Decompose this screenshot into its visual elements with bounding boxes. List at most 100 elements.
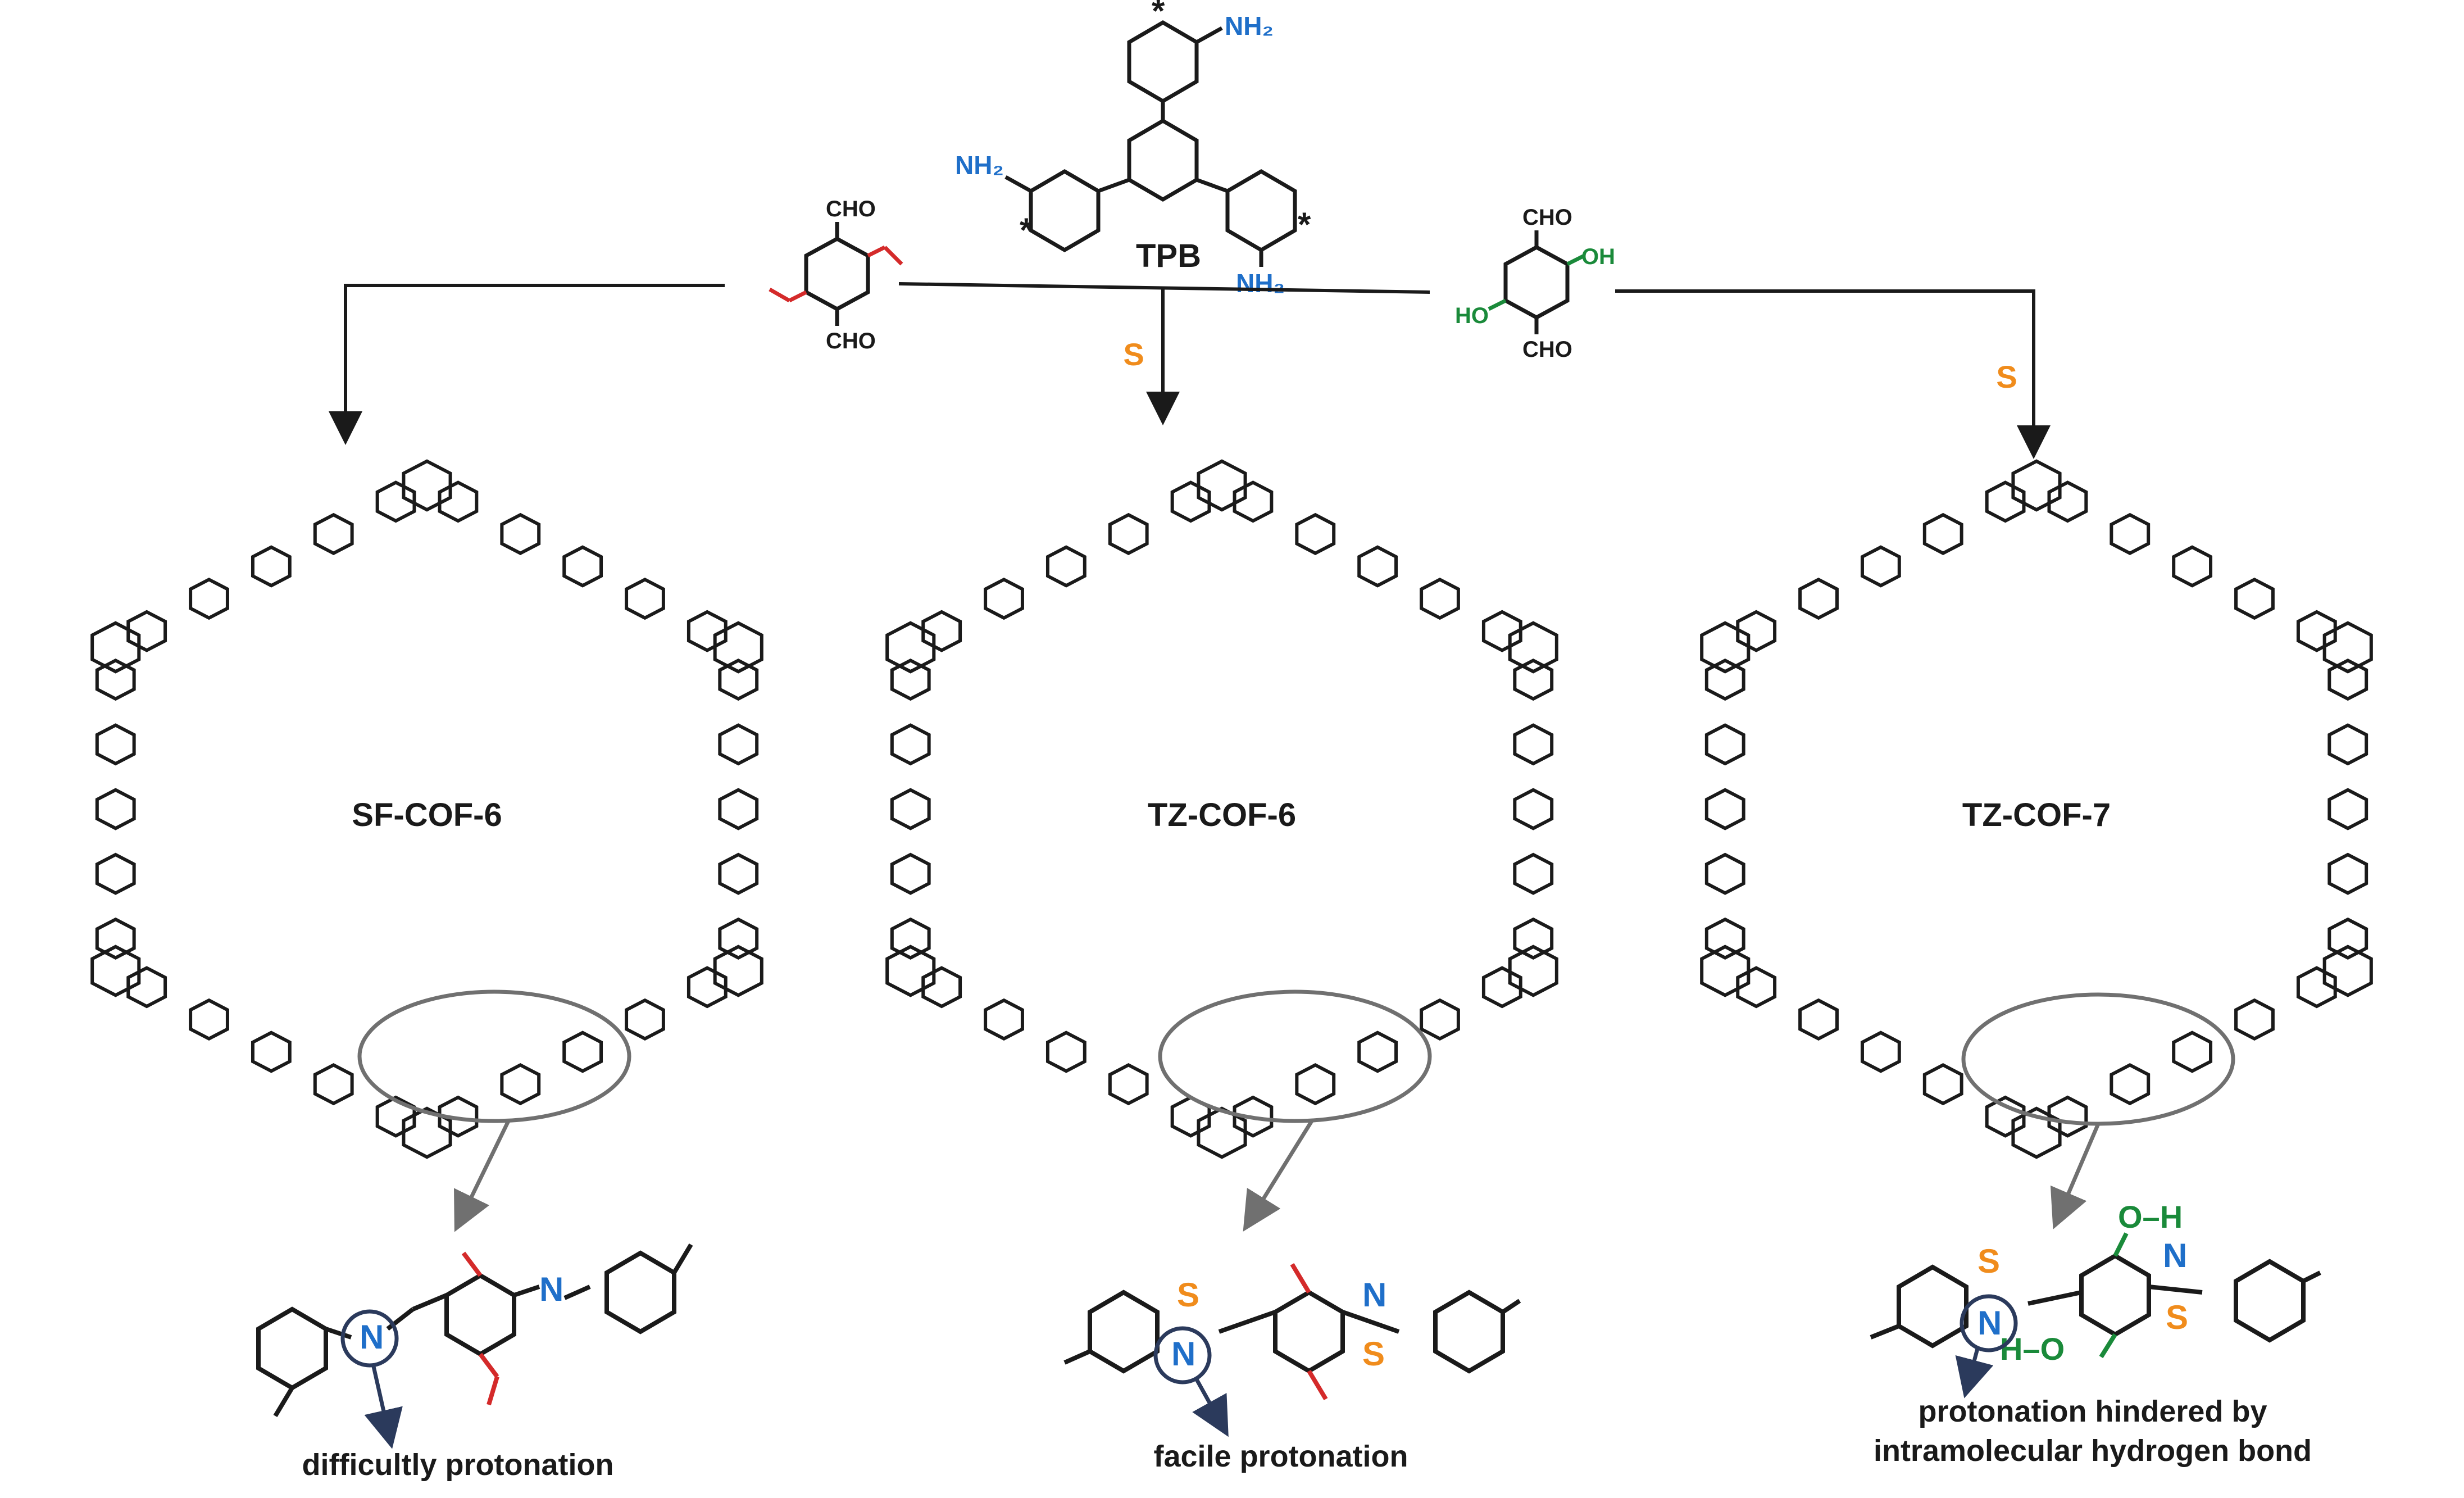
caption-tz-cof-7-line1: protonation hindered by [1919, 1395, 2267, 1428]
framework-benzene-ring [2234, 998, 2275, 1041]
framework-benzene-ring [562, 545, 603, 588]
fragment-tz7-ho: H–O [2000, 1331, 2065, 1367]
framework-benzene-ring [1045, 545, 1086, 588]
cof-name-sf-cof-6: SF-COF-6 [352, 797, 502, 833]
framework-benzene-ring [890, 852, 931, 895]
framework-benzene-ring [1513, 917, 1554, 960]
protonation-site-circle-tz7 [1960, 1294, 2018, 1352]
framework-benzene-ring [438, 480, 479, 523]
framework-benzene-ring [189, 578, 229, 620]
framework-node-ring [1197, 1106, 1247, 1159]
framework-node-ring [1197, 459, 1247, 512]
framework-node-ring [402, 459, 452, 512]
framework-benzene-ring [1513, 659, 1554, 701]
framework-benzene-ring [984, 998, 1024, 1041]
tpb-star-left: * [1020, 211, 1033, 249]
framework-benzene-ring [1704, 659, 1745, 701]
framework-benzene-ring [1233, 480, 1274, 523]
fragment-tz7-n-left: N [1977, 1304, 2002, 1342]
methoxy-dialdehyde-monomer [769, 222, 903, 326]
framework-node-ring [885, 621, 936, 674]
framework-benzene-ring [921, 610, 962, 652]
framework-benzene-ring [1420, 578, 1460, 620]
framework-benzene-ring [1704, 852, 1745, 895]
fragment-tz6-s-right: S [1362, 1335, 1385, 1373]
methoxy-cho-bottom: CHO [826, 329, 876, 353]
framework-node-ring [1508, 945, 1558, 997]
cof-name-tz-cof-7: TZ-COF-7 [1962, 797, 2111, 833]
framework-benzene-ring [1481, 966, 1522, 1009]
methoxy-cho-top: CHO [826, 197, 876, 221]
framework-benzene-ring [890, 788, 931, 830]
caption-sf-cof-6: difficultly protonation [302, 1448, 614, 1482]
framework-benzene-ring [1357, 545, 1398, 588]
framework-benzene-ring [1736, 966, 1777, 1009]
framework-benzene-ring [313, 1063, 354, 1106]
tpb-star-right: * [1298, 206, 1311, 243]
fragment-tz7-oh: O–H [2118, 1199, 2183, 1234]
framework-benzene-ring [1860, 545, 1901, 588]
framework-benzene-ring [1513, 723, 1554, 766]
caption-tz-cof-6: facile protonation [1153, 1440, 1408, 1473]
framework-benzene-ring [1045, 1031, 1086, 1073]
framework-benzene-ring [625, 578, 665, 620]
cof-name-tz-cof-6: TZ-COF-6 [1148, 797, 1296, 833]
framework-benzene-ring [2327, 659, 2368, 701]
framework-benzene-ring [718, 659, 759, 701]
framework-benzene-ring [718, 917, 759, 960]
framework-benzene-ring [126, 610, 167, 652]
framework-benzene-ring [95, 659, 136, 701]
framework-benzene-ring [1108, 512, 1149, 555]
tpb-star-top: * [1152, 0, 1165, 30]
hydroxy-cho-bottom: CHO [1522, 337, 1572, 362]
framework-benzene-ring [890, 723, 931, 766]
framework-benzene-ring [95, 852, 136, 895]
framework-benzene-ring [921, 966, 962, 1009]
framework-node-ring [1508, 621, 1558, 674]
framework-benzene-ring [1513, 852, 1554, 895]
framework-benzene-ring [1922, 512, 1963, 555]
caption-tz-cof-7-line2: intramolecular hydrogen bond [1874, 1434, 2312, 1468]
protonation-site-circle-tz6 [1153, 1326, 1212, 1384]
fragment-tz7-s-left: S [1977, 1242, 2000, 1280]
framework-benzene-ring [890, 917, 931, 960]
highlight-ellipse-tz6 [1158, 989, 1432, 1123]
framework-benzene-ring [2327, 723, 2368, 766]
framework-benzene-ring [1295, 1063, 1336, 1106]
highlight-ellipse-sf [357, 989, 631, 1123]
tpb-monomer [1004, 20, 1297, 267]
hydroxy-oh: OH [1581, 244, 1615, 269]
framework-node-ring [2322, 621, 2373, 674]
fragment-tz-cof-6 [1063, 1263, 1521, 1401]
framework-benzene-ring [687, 610, 728, 652]
framework-benzene-ring [1860, 1031, 1901, 1073]
framework-benzene-ring [251, 1031, 292, 1073]
framework-benzene-ring [2327, 917, 2368, 960]
framework-benzene-ring [718, 852, 759, 895]
tpb-label: TPB [1136, 238, 1201, 274]
framework-benzene-ring [1704, 917, 1745, 960]
framework-benzene-ring [718, 788, 759, 830]
framework-benzene-ring [1798, 578, 1839, 620]
framework-benzene-ring [1704, 788, 1745, 830]
framework-node-ring [2011, 459, 2062, 512]
framework-benzene-ring [1233, 1095, 1274, 1138]
framework-benzene-ring [1704, 723, 1745, 766]
tpb-nh2-right: NH₂ [1236, 269, 1285, 298]
framework-benzene-ring [95, 723, 136, 766]
tpb-nh2-top: NH₂ [1225, 11, 1274, 40]
reagent-s-right: S [1996, 359, 2017, 394]
framework-benzene-ring [1798, 998, 1839, 1041]
hydroxy-dialdehyde-monomer [1488, 230, 1585, 334]
framework-benzene-ring [2296, 610, 2337, 652]
zoom-arrows [454, 1120, 2101, 1232]
framework-benzene-ring [1922, 1063, 1963, 1106]
framework-benzene-ring [625, 998, 665, 1041]
framework-benzene-ring [189, 998, 229, 1041]
framework-node-ring [1700, 621, 1751, 674]
framework-benzene-ring [718, 723, 759, 766]
framework-benzene-ring [1108, 1063, 1149, 1106]
framework-benzene-ring [2296, 966, 2337, 1009]
tpb-nh2-left: NH₂ [955, 151, 1004, 180]
hydroxy-cho-top: CHO [1522, 205, 1572, 230]
